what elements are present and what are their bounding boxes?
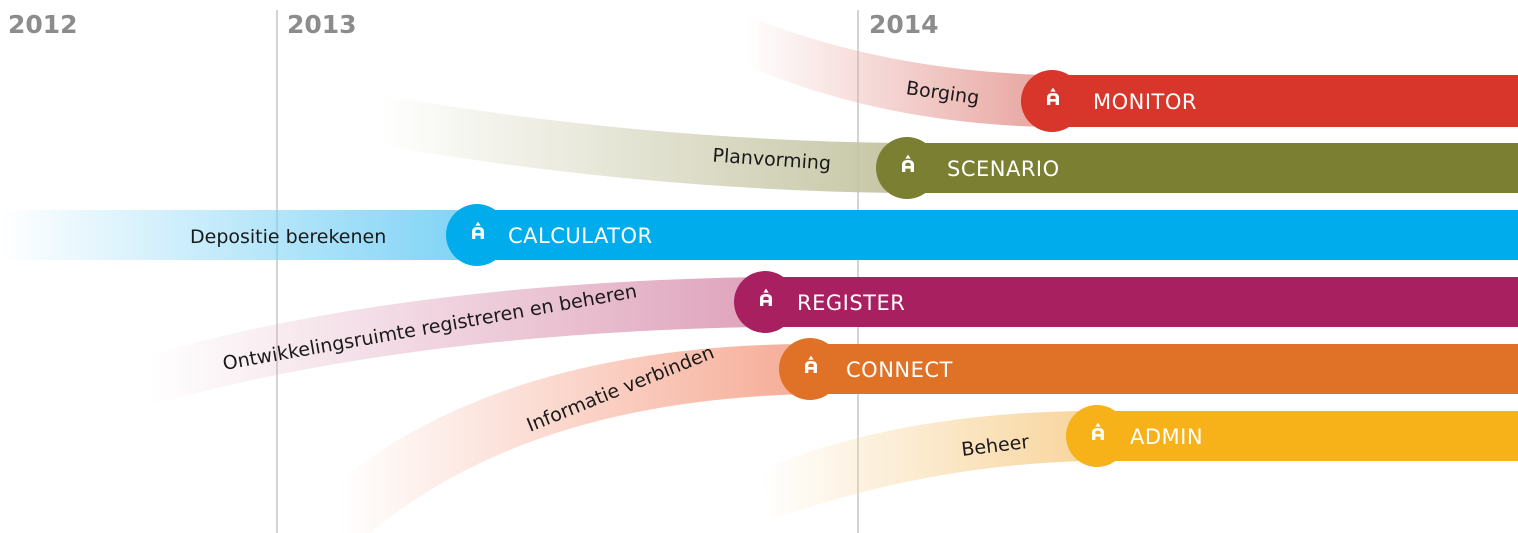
calculator-subtitle: Depositie berekenen (190, 226, 386, 248)
register-name: REGISTER (797, 291, 905, 315)
scenario-tail (380, 95, 900, 193)
product-monitor: MONITOR Borging (745, 15, 1518, 132)
connect-name: CONNECT (846, 358, 953, 382)
admin-tail (760, 411, 1090, 520)
product-scenario: SCENARIO Planvorming (380, 95, 1518, 199)
monitor-bar (1052, 75, 1518, 127)
scenario-name: SCENARIO (947, 157, 1060, 181)
admin-bar (1097, 411, 1518, 461)
connect-bar (810, 344, 1518, 394)
monitor-tail (745, 15, 1045, 127)
product-calculator: CALCULATOR Depositie berekenen (0, 204, 1518, 266)
register-bar (765, 277, 1518, 327)
calculator-bar (477, 210, 1518, 260)
calculator-tail (0, 210, 472, 260)
calculator-name: CALCULATOR (508, 224, 653, 248)
year-label-2014: 2014 (869, 10, 939, 39)
connect-tail (340, 344, 810, 533)
year-label-2013: 2013 (287, 10, 357, 39)
scenario-bar (907, 143, 1518, 193)
product-admin: Beheer ADMIN (760, 405, 1518, 520)
register-tail (150, 277, 760, 405)
monitor-name: MONITOR (1093, 90, 1197, 114)
year-label-2012: 2012 (8, 10, 78, 39)
admin-name: ADMIN (1130, 425, 1203, 449)
